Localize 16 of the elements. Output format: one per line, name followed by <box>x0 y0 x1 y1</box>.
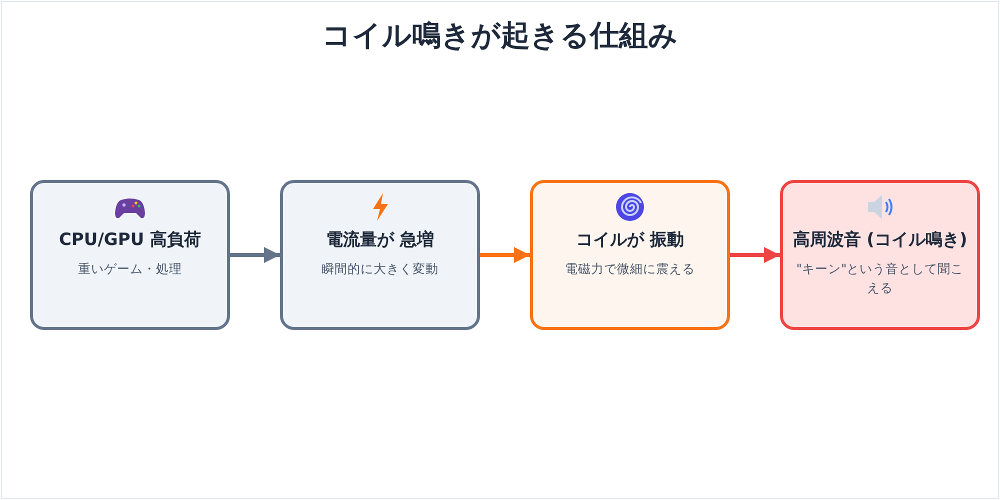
step-title: CPU/GPU 高負荷 <box>58 229 202 251</box>
process-box <box>30 180 230 330</box>
step-title: コイルが 振動 <box>575 229 685 251</box>
process-box <box>780 180 980 330</box>
arrow <box>480 247 530 263</box>
process-box <box>280 180 480 330</box>
process-box <box>530 180 730 330</box>
title: コイル鳴きが起きる仕組み <box>321 17 679 54</box>
step-title: 高周波音 (コイル鳴き) <box>792 229 968 251</box>
step-description: 重いゲーム・処理 <box>77 260 183 278</box>
arrow <box>230 247 280 263</box>
step-title: 電流量が 急増 <box>325 229 435 251</box>
step-description: "キーン"という音として聞こえる <box>795 260 965 297</box>
step-description: 瞬間的に大きく変動 <box>320 260 440 278</box>
arrow <box>730 247 780 263</box>
step-description: 電磁力で微細に震える <box>564 260 696 278</box>
